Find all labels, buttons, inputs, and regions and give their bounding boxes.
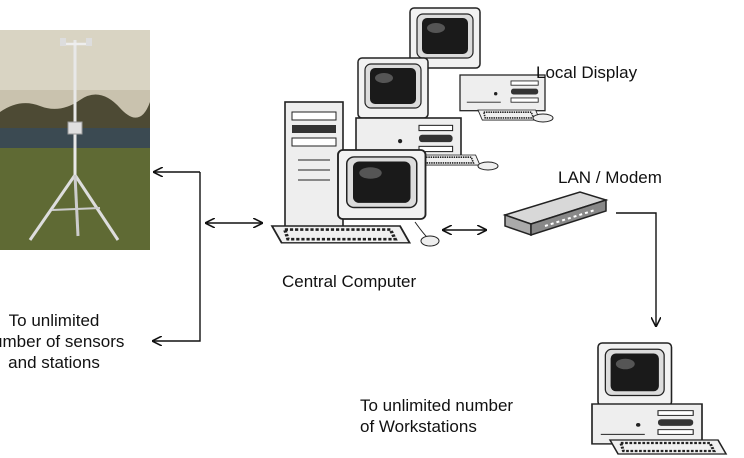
lan-modem-label: LAN / Modem [558,168,662,187]
mouse-icon [532,113,554,123]
local-display-label: Local Display [536,63,638,82]
modem-icon [502,191,609,237]
local-display-computer-back [409,7,546,121]
tower-computer-icon [284,101,344,229]
workstation-computer [591,342,728,456]
sensors-label-line3: and stations [8,353,100,372]
central-computer-label: Central Computer [282,272,417,291]
sensors-label-line2: number of sensors [0,332,125,351]
local-display-computer-front [355,57,554,171]
workstations-label: To unlimited number of Workstations [360,395,513,437]
workstations-label-line1: To unlimited number [360,396,514,415]
connection-arrows [153,172,656,341]
central-computer [270,101,440,247]
sensors-label-line1: To unlimited [8,311,100,330]
sensors-label: To unlimited number of sensors and stati… [0,310,154,373]
weather-station-photo [0,30,150,250]
workstations-label-line2: of Workstations [360,417,477,436]
